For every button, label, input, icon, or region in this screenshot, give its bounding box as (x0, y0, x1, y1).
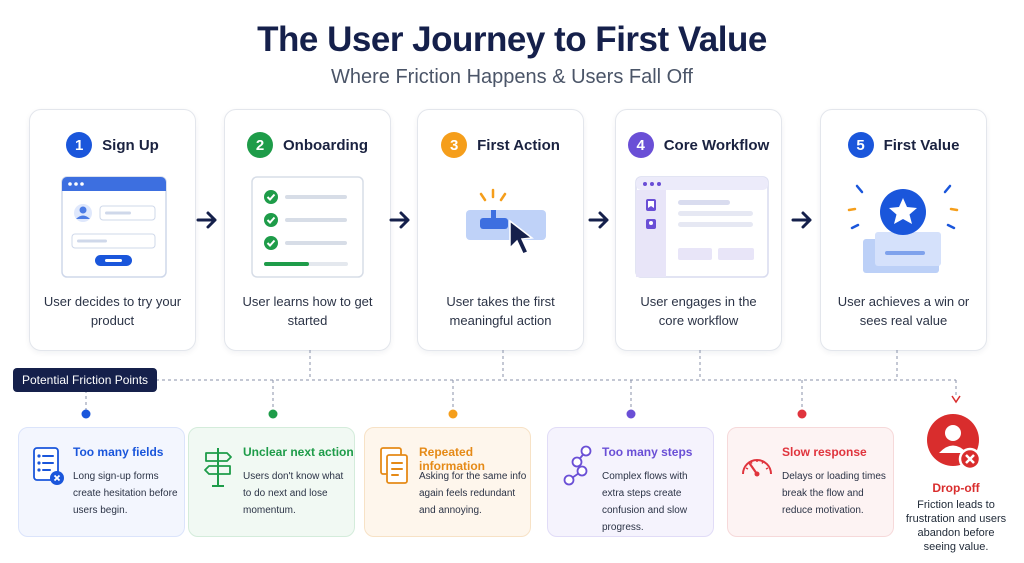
stage-description: User takes the first meaningful action (446, 294, 555, 328)
stage-description: User learns how to get started (242, 294, 373, 328)
friction-description: Long sign-up forms create hesitation bef… (73, 471, 178, 516)
click-cursor-icon (466, 188, 546, 255)
stage-number-badge: 1 (66, 132, 93, 158)
stage-number-badge: 3 (441, 132, 468, 158)
page-subtitle: Where Friction Happens & Users Fall Off (331, 66, 693, 88)
friction-title: Too many steps (602, 445, 693, 459)
friction-card-slow-response: Slow response Delays or loading times br… (727, 427, 894, 537)
steps-path-icon (563, 445, 592, 486)
friction-card-too-many-steps: Too many steps Complex flows with extra … (547, 427, 714, 537)
stage-description: User engages in the core workflow (640, 294, 757, 328)
arrow-right-icon (196, 211, 217, 229)
stage-description: User decides to try your product (43, 294, 182, 328)
dropoff-description: Friction leads to frustration and users … (905, 499, 1007, 553)
friction-card-unclear-next-action: Unclear next action Users don't know wha… (188, 427, 355, 537)
stage-number-badge: 4 (627, 132, 654, 158)
stage-title: Onboarding (283, 136, 368, 154)
duplicate-documents-icon (380, 447, 408, 484)
arrow-right-icon (588, 211, 609, 229)
page-title: The User Journey to First Value (257, 20, 767, 59)
stage-title: Core Workflow (663, 136, 770, 154)
speedometer-icon (742, 459, 772, 477)
stage-description: User achieves a win or sees real value (837, 294, 970, 328)
friction-points-label: Potential Friction Points (13, 368, 158, 392)
friction-description: Users don't know what to do next and los… (243, 471, 344, 516)
stage-number-badge: 2 (247, 132, 273, 158)
checklist-icon (251, 176, 364, 278)
stage-first-action: 3 First Action User takes the first mean… (417, 109, 584, 351)
arrow-right-icon (791, 211, 812, 229)
stage-onboarding: 2 Onboarding User learns how to get star… (224, 109, 391, 351)
friction-card-repeated-information: Repeated information Asking for the same… (364, 427, 531, 537)
friction-title: Unclear next action (243, 445, 354, 459)
stage-title: Sign Up (102, 136, 159, 154)
star-reward-icon (847, 184, 959, 273)
stage-core-workflow: 4 Core Workflow User engages in the core… (615, 109, 782, 351)
arrow-right-icon (389, 211, 410, 229)
workflow-window-icon (635, 176, 769, 278)
stage-sign-up: 1 Sign Up User decides to try your produ… (29, 109, 196, 351)
form-list-icon (33, 447, 64, 485)
stage-number-badge: 5 (847, 132, 874, 158)
friction-title: Repeated information (419, 445, 485, 473)
friction-description: Delays or loading times break the flow a… (782, 471, 886, 516)
friction-title: Too many fields (73, 445, 164, 459)
friction-description: Asking for the same info again feels red… (419, 471, 527, 516)
user-dropoff-icon (927, 414, 982, 471)
friction-title: Slow response (782, 445, 867, 459)
signup-form-icon (61, 176, 167, 278)
stage-first-value: 5 First Value User achieves a win or see… (820, 109, 987, 351)
stage-title: First Value (883, 136, 960, 154)
friction-card-too-many-fields: Too many fields Long sign-up forms creat… (18, 427, 185, 537)
stage-title: First Action (477, 136, 560, 154)
dropoff-title: Drop-off (932, 481, 980, 495)
friction-description: Complex flows with extra steps create co… (602, 471, 688, 533)
signpost-icon (204, 448, 232, 487)
